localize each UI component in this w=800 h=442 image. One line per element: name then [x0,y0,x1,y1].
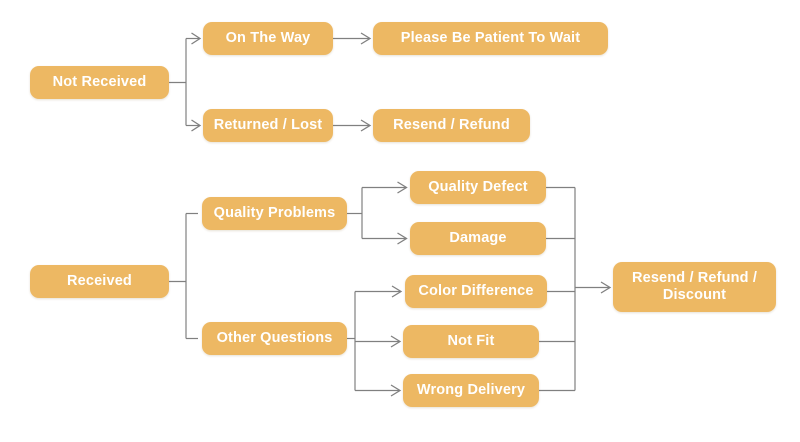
arrowhead-resend-refund [360,119,372,132]
arrowhead-quality-defect [397,181,408,194]
node-not-fit[interactable]: Not Fit [403,325,539,358]
arrowhead-not-fit [390,335,402,348]
arrowhead-resend-refund-discount [600,281,612,294]
node-returned-lost[interactable]: Returned / Lost [203,109,333,142]
node-resend-refund[interactable]: Resend / Refund [373,109,530,142]
arrowhead-on-the-way [191,32,202,45]
arrowhead-wrong-delivery [390,384,402,397]
arrowhead-color-difference [391,285,403,298]
node-other-questions[interactable]: Other Questions [202,322,347,355]
node-wrong-delivery[interactable]: Wrong Delivery [403,374,539,407]
node-not-received[interactable]: Not Received [30,66,169,99]
node-received[interactable]: Received [30,265,169,298]
node-please-be-patient-to-wait[interactable]: Please Be Patient To Wait [373,22,608,55]
node-on-the-way[interactable]: On The Way [203,22,333,55]
arrowhead-wait [360,32,372,45]
node-color-difference[interactable]: Color Difference [405,275,547,308]
node-quality-problems[interactable]: Quality Problems [202,197,347,230]
node-resend-refund-discount[interactable]: Resend / Refund / Discount [613,262,776,312]
arrowhead-damage [397,232,408,245]
node-quality-defect[interactable]: Quality Defect [410,171,546,204]
node-damage[interactable]: Damage [410,222,546,255]
arrowhead-returned-lost [191,119,202,132]
